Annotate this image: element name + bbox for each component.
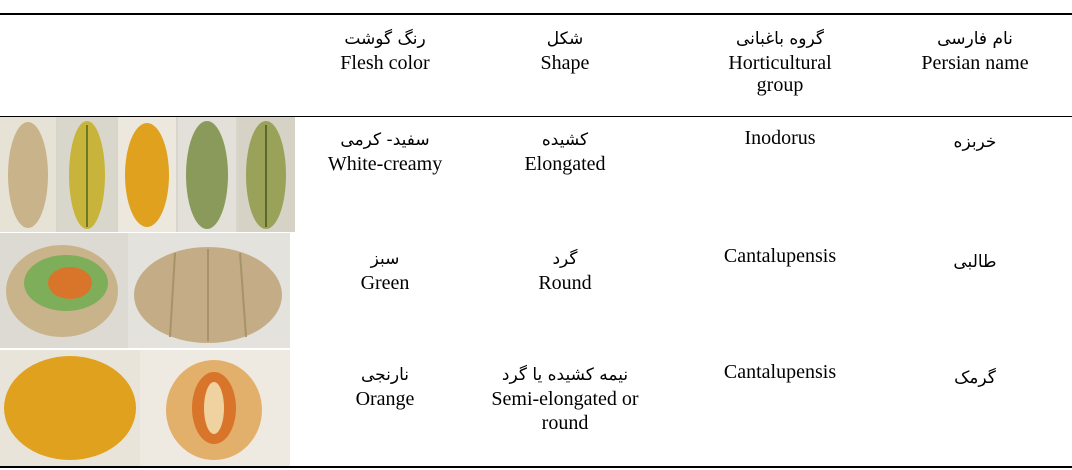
row1-flesh-en: White-creamy [327, 153, 443, 175]
row2-flesh-color: سبز Green [310, 247, 460, 295]
melon-photo-elongated [0, 117, 295, 232]
row1-flesh-fa: سفید- کرمی [340, 130, 430, 150]
table-bottom-rule [0, 466, 1072, 468]
row1-name-fa: خربزه [953, 132, 997, 152]
header-horticultural-group: گروه باغبانی Horticultural group [685, 27, 875, 95]
row1-flesh-color: سفید- کرمی White-creamy [310, 128, 460, 176]
row1-shape-en: Elongated [524, 153, 606, 175]
row3-flesh-color: نارنجی Orange [310, 363, 460, 411]
row3-persian-name: گرمک [885, 366, 1065, 390]
photo-strip-kharboze [0, 117, 295, 232]
row2-name-fa: طالبی [953, 252, 997, 272]
row1-group: Inodorus [685, 126, 875, 150]
row3-shape-en-1: Semi-elongated or [491, 388, 639, 410]
row2-flesh-fa: سبز [370, 249, 400, 269]
table-top-rule [0, 13, 1072, 15]
photo-strip-garmak [0, 350, 290, 466]
row3-shape-fa: نیمه کشیده یا گرد [501, 365, 629, 385]
row2-shape-en: Round [538, 272, 592, 294]
header-flesh-fa: رنگ گوشت [344, 29, 426, 49]
header-flesh-color: رنگ گوشت Flesh color [310, 27, 460, 75]
header-shape-en: Shape [540, 52, 590, 74]
header-group-en-1: Horticultural [728, 52, 832, 74]
header-name-fa: نام فارسی [937, 29, 1013, 49]
row3-shape: نیمه کشیده یا گرد Semi-elongated or roun… [470, 363, 660, 435]
row2-flesh-en: Green [360, 272, 410, 294]
row1-group-en: Inodorus [744, 127, 816, 149]
row1-shape-fa: کشیده [541, 130, 589, 150]
melon-photo-round [0, 233, 290, 348]
header-group-en-2: group [756, 74, 804, 96]
header-shape: شکل Shape [470, 27, 660, 75]
row3-name-fa: گرمک [954, 368, 996, 388]
header-name-en: Persian name [921, 52, 1029, 74]
row2-group: Cantalupensis [685, 244, 875, 268]
header-flesh-en: Flesh color [340, 52, 430, 74]
row1-shape: کشیده Elongated [470, 128, 660, 176]
row3-group-en: Cantalupensis [723, 361, 837, 383]
row2-shape-fa: گرد [552, 249, 578, 269]
header-shape-fa: شکل [546, 29, 584, 49]
row2-group-en: Cantalupensis [723, 245, 837, 267]
header-persian-name: نام فارسی Persian name [885, 27, 1065, 75]
row2-persian-name: طالبی [885, 250, 1065, 274]
row3-flesh-en: Orange [355, 388, 415, 410]
row3-shape-en-2: round [541, 412, 589, 434]
melon-photo-semi-elongated [0, 350, 290, 466]
row3-group: Cantalupensis [685, 360, 875, 384]
row3-flesh-fa: نارنجی [361, 365, 409, 385]
row2-shape: گرد Round [470, 247, 660, 295]
row1-persian-name: خربزه [885, 130, 1065, 154]
header-rule [0, 116, 1072, 117]
photo-strip-talebi [0, 233, 290, 348]
header-group-fa: گروه باغبانی [735, 29, 824, 49]
